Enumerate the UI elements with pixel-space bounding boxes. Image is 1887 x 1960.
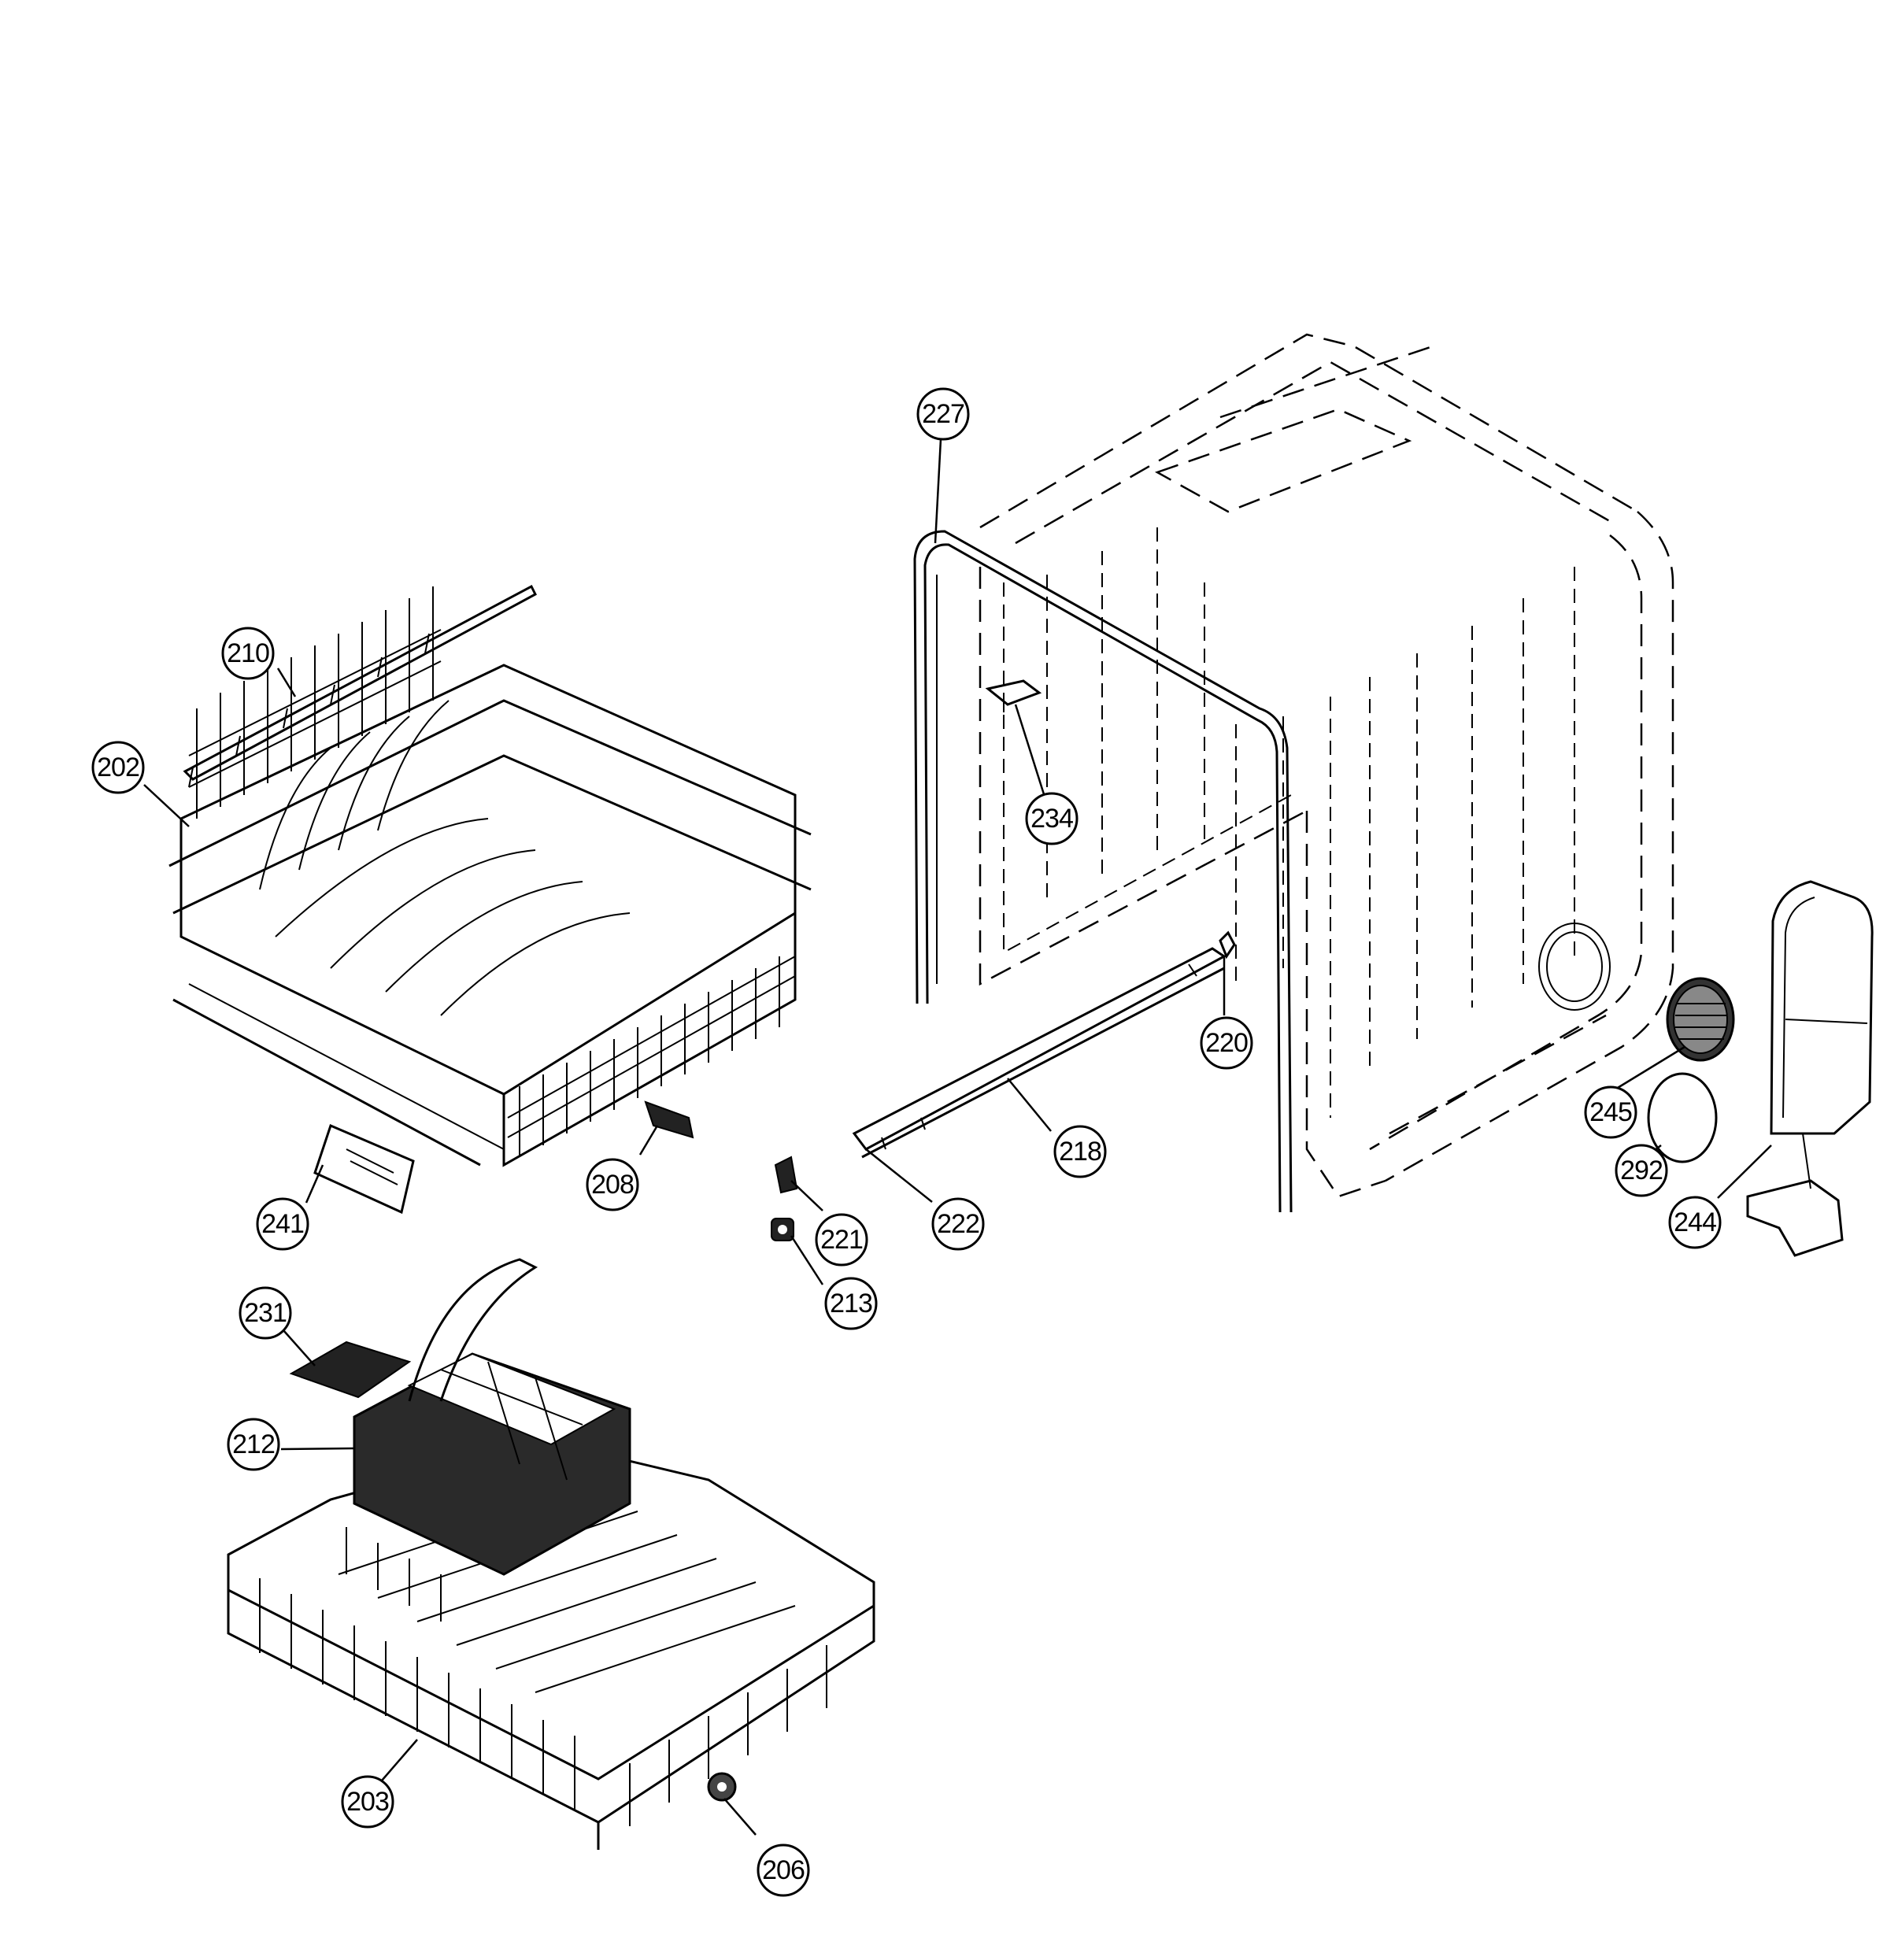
- callout-218: 218: [1053, 1125, 1107, 1178]
- callout-218-label: 218: [1059, 1137, 1101, 1167]
- tub-outline: [979, 333, 1674, 1198]
- callout-234-label: 234: [1030, 804, 1073, 834]
- dishrack-rail: [852, 947, 1227, 1159]
- callout-206-label: 206: [762, 1855, 805, 1885]
- callout-203: 203: [341, 1775, 394, 1829]
- callout-206: 206: [757, 1844, 810, 1897]
- callout-292: 292: [1615, 1144, 1668, 1197]
- callout-241: 241: [256, 1197, 309, 1251]
- callout-227-label: 227: [922, 399, 964, 429]
- callout-213-label: 213: [830, 1289, 872, 1318]
- roller-213: [771, 1218, 794, 1241]
- callout-208-label: 208: [591, 1170, 634, 1200]
- callout-202: 202: [91, 741, 145, 794]
- callout-244: 244: [1668, 1196, 1722, 1249]
- rail-stop-221: [774, 1156, 798, 1194]
- callout-labels: 227 210 202 234 220 245 218 292 244 208 …: [91, 387, 1722, 1897]
- rack-adjuster: [644, 1100, 694, 1139]
- rack-wheel: [707, 1772, 737, 1802]
- gasket-ring: [1647, 1072, 1718, 1163]
- callout-210-label: 210: [227, 638, 269, 668]
- callout-245: 245: [1584, 1085, 1637, 1139]
- clip-220: [1219, 930, 1236, 960]
- callout-234: 234: [1025, 792, 1079, 845]
- callout-203-label: 203: [346, 1787, 389, 1817]
- callout-208: 208: [586, 1158, 639, 1211]
- callout-202-label: 202: [97, 753, 139, 782]
- basket-lid: [289, 1341, 412, 1399]
- callout-222-label: 222: [937, 1209, 979, 1239]
- callout-231: 231: [239, 1286, 292, 1340]
- silverware-basket: [353, 1258, 631, 1576]
- callout-220: 220: [1200, 1016, 1253, 1070]
- callout-213: 213: [824, 1277, 878, 1330]
- callout-241-label: 241: [261, 1209, 304, 1239]
- callout-220-label: 220: [1205, 1028, 1248, 1058]
- callout-221-label: 221: [820, 1225, 863, 1255]
- callout-222: 222: [931, 1197, 985, 1251]
- upper-rack: [168, 586, 812, 1167]
- callout-221: 221: [815, 1213, 868, 1267]
- vent-housing: [1746, 880, 1874, 1257]
- callout-212: 212: [227, 1418, 280, 1471]
- door-gasket: [913, 530, 1293, 1213]
- vent-cover: [1666, 977, 1735, 1062]
- rack-label: [313, 1123, 415, 1215]
- callout-292-label: 292: [1620, 1156, 1663, 1185]
- callout-244-label: 244: [1674, 1207, 1716, 1237]
- cup-shelf: [183, 584, 537, 788]
- leader-lines: [143, 438, 1772, 1836]
- callout-227: 227: [916, 387, 970, 441]
- callout-210: 210: [221, 627, 275, 680]
- callout-231-label: 231: [244, 1298, 287, 1328]
- callout-245-label: 245: [1589, 1097, 1632, 1127]
- callout-212-label: 212: [232, 1429, 275, 1459]
- bracket-234: [985, 679, 1042, 712]
